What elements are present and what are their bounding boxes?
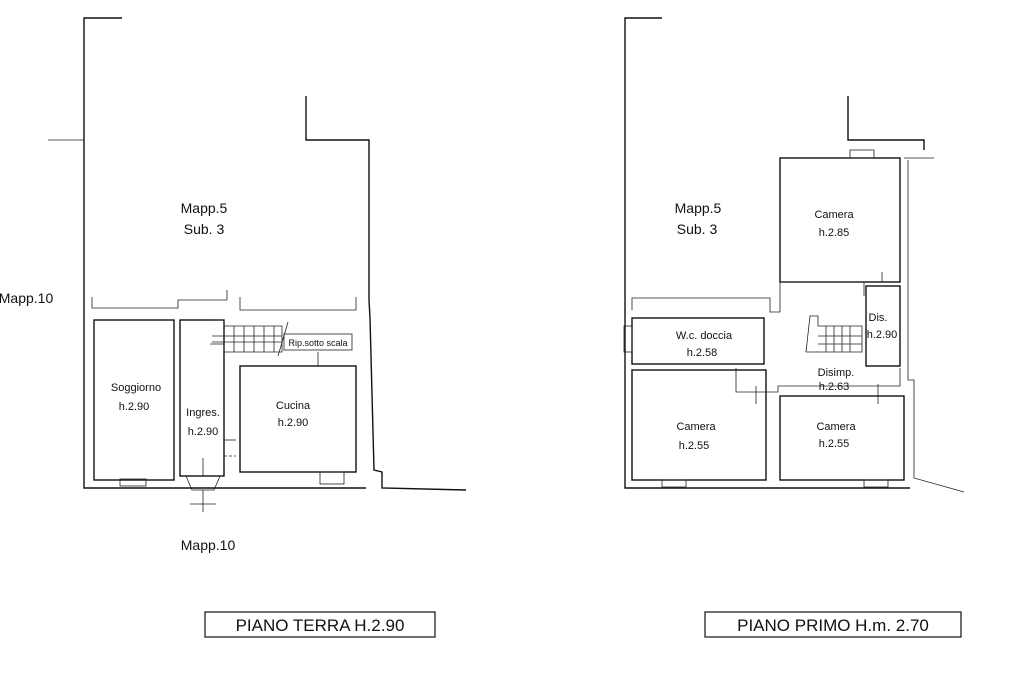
ff-room-camera-left: [631, 369, 767, 481]
ff-camera-top-height: h.2.85: [819, 227, 850, 239]
gf-room-soggiorno: [93, 319, 175, 481]
ground-floor-plan: Mapp.5 Sub. 3 Mapp.10 Mapp.10 Soggiorno …: [0, 17, 467, 638]
gf-cucina-label: Cucina: [276, 400, 311, 412]
gf-left-boundary: [83, 17, 366, 489]
ff-disimpegno: [735, 368, 901, 393]
ff-camera-left-height: h.2.55: [679, 440, 710, 452]
ff-room-camera-right: [779, 395, 905, 481]
gf-title-box: [204, 611, 436, 638]
gf-window-soggiorno: [119, 478, 147, 487]
gf-title: PIANO TERRA H.2.90: [236, 616, 405, 635]
ff-right-boundary: [847, 96, 925, 150]
gf-ripostiglio-label: Rip.sotto scala: [288, 338, 347, 348]
ff-mapp5-label: Mapp.5: [675, 200, 722, 216]
ff-window-camera-top: [849, 149, 875, 159]
gf-upper-wall-right: [239, 297, 357, 311]
gf-soggiorno-height: h.2.90: [119, 401, 150, 413]
ff-camera-top-label: Camera: [814, 209, 854, 221]
ff-staircase: [805, 315, 863, 353]
ff-camera-left-label: Camera: [676, 421, 716, 433]
ff-window-camera-right: [863, 479, 889, 488]
ff-dis-label: Dis.: [869, 312, 888, 324]
gf-sub3-label: Sub. 3: [184, 221, 225, 237]
ff-left-boundary: [624, 17, 910, 489]
ff-dis-height: h.2.90: [867, 329, 898, 341]
gf-ingresso-label: Ingres.: [186, 407, 220, 419]
ff-title-box: [704, 611, 962, 638]
gf-staircase: [210, 319, 289, 357]
ff-wc-height: h.2.58: [687, 347, 718, 359]
ff-disimp-height: h.2.63: [819, 381, 850, 393]
ff-title: PIANO PRIMO H.m. 2.70: [737, 616, 929, 635]
gf-room-ingresso: [179, 319, 225, 477]
ff-wc-label: W.c. doccia: [676, 330, 733, 342]
ff-window-wc: [623, 325, 633, 353]
gf-mapp10-bottom-label: Mapp.10: [181, 537, 236, 553]
gf-soggiorno-label: Soggiorno: [111, 382, 161, 394]
first-floor-plan: Mapp.5 Sub. 3 Camera h.2.85 Dis. h.2.90 …: [623, 17, 965, 638]
gf-cucina-height: h.2.90: [278, 417, 309, 429]
ff-room-dis: [865, 285, 901, 367]
gf-upper-wall: [91, 290, 228, 309]
gf-right-boundary: [305, 96, 467, 491]
gf-room-cucina: [239, 365, 357, 473]
gf-mapp10-side-label: Mapp.10: [0, 290, 53, 306]
ff-disimp-label: Disimp.: [818, 367, 855, 379]
gf-window-cucina: [319, 471, 345, 485]
ff-camera-right-height: h.2.55: [819, 438, 850, 450]
gf-ingresso-height: h.2.90: [188, 426, 219, 438]
gf-mapp5-label: Mapp.5: [181, 200, 228, 216]
ff-camera-right-label: Camera: [816, 421, 856, 433]
gf-ripostiglio-box: [283, 333, 353, 351]
ff-upper-wall: [631, 281, 865, 313]
ff-sub3-label: Sub. 3: [677, 221, 718, 237]
ff-window-camera-left: [661, 479, 687, 488]
